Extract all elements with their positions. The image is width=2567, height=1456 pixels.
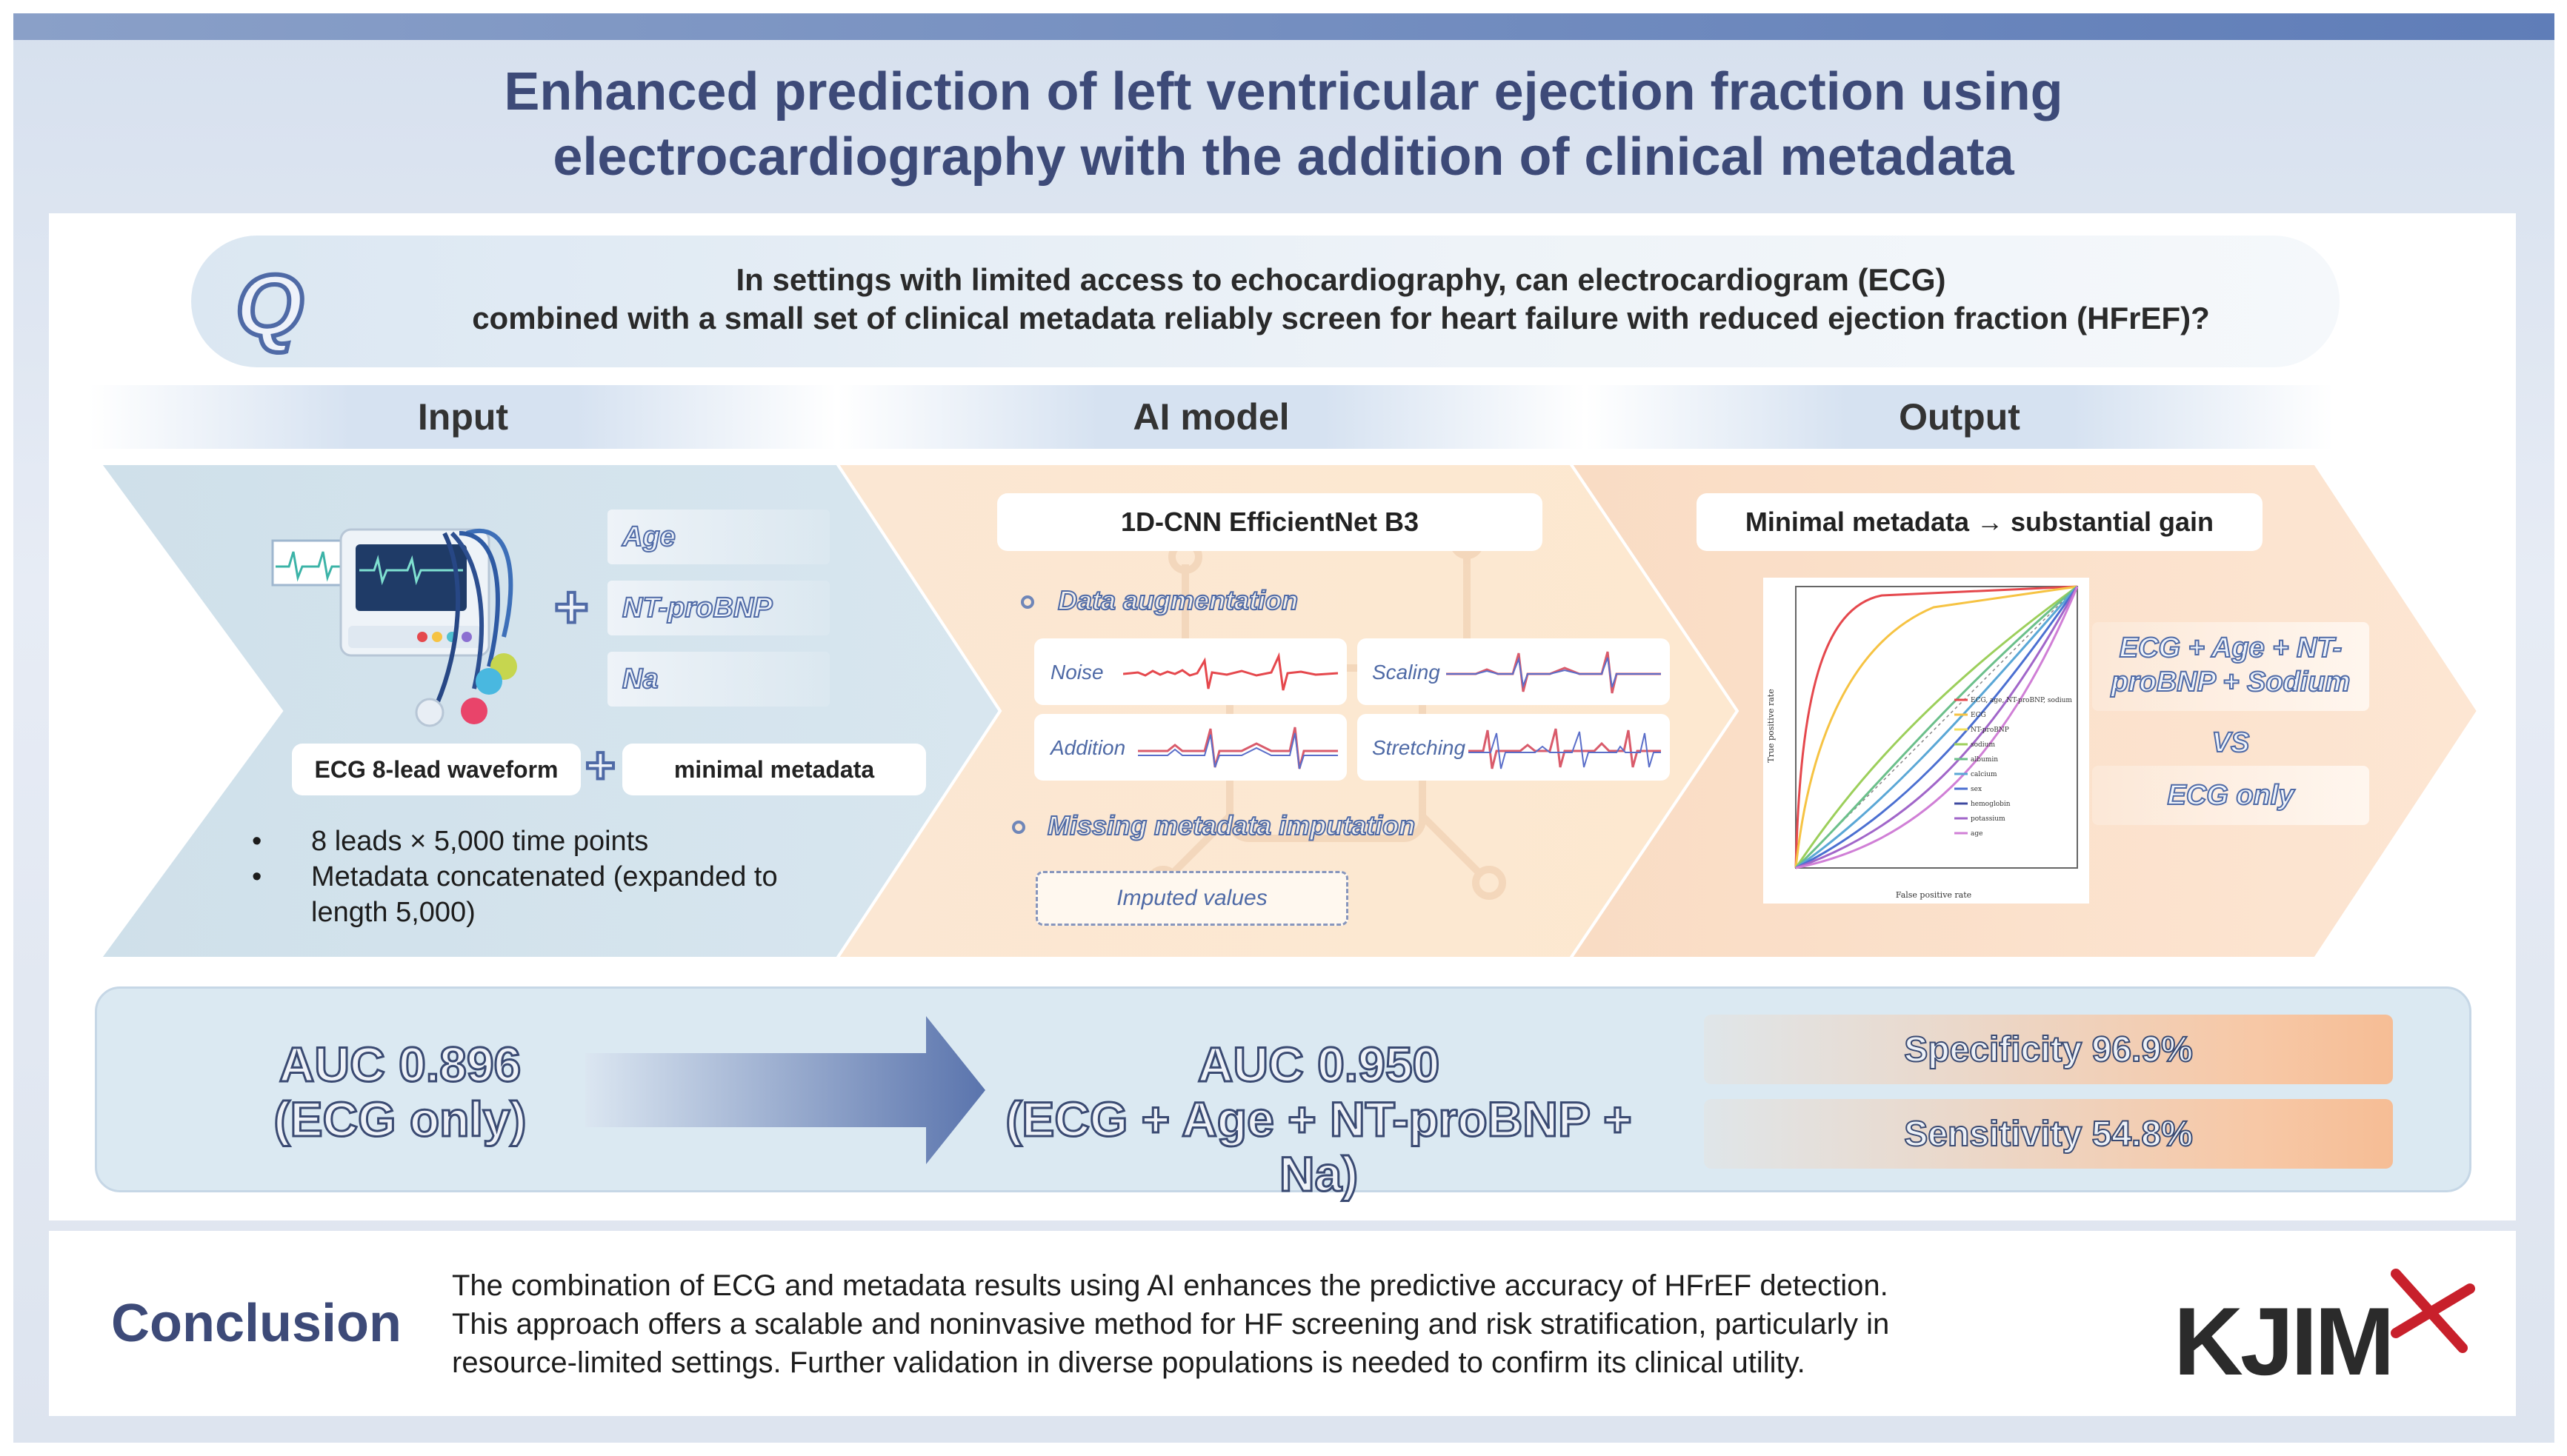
roc-legend-label: ECG, age, NT-proBNP, sodium — [1971, 697, 2072, 704]
conclusion-text: The combination of ECG and metadata resu… — [452, 1269, 1890, 1379]
scaling-waveform — [1446, 651, 1661, 694]
question-banner — [191, 236, 2340, 367]
metadata-na: Na — [607, 652, 830, 707]
baseline-result: AUC 0.896 (ECG only) — [273, 1036, 527, 1148]
conclusion-title: Conclusion — [111, 1294, 402, 1353]
imputed-values-box: Imputed values — [1036, 871, 1348, 926]
roc-legend-label: sodium — [1971, 741, 1995, 749]
stretching-waveform — [1468, 728, 1661, 769]
roc-legend-label: albumin — [1971, 756, 1998, 764]
conclusion-panel — [49, 1231, 2516, 1416]
noise-waveform — [1123, 652, 1338, 691]
addition-waveform — [1138, 727, 1338, 769]
plus-icon: + — [553, 574, 590, 640]
augmentation-stretching: Stretching — [1357, 714, 1670, 781]
augmentation-scaling: Scaling — [1357, 638, 1670, 705]
column-header-input: Input — [89, 385, 837, 449]
sensitivity-value: Sensitivity 54.8% — [1704, 1099, 2393, 1169]
roc-legend-label: NT-proBNP — [1971, 727, 2009, 734]
metadata-ntprobnp: NT-proBNP — [607, 581, 830, 635]
roc-legend-label: calcium — [1971, 771, 1997, 778]
compare-a-box: ECG + Age + NT-proBNP + Sodium — [2092, 622, 2369, 711]
augmentation-addition: Addition — [1034, 714, 1347, 781]
compare-b-box: ECG only — [2092, 766, 2369, 825]
top-accent-bar — [13, 13, 2554, 40]
augmentation-noise: Noise — [1034, 638, 1347, 705]
improvement-arrow — [585, 1016, 985, 1164]
bullet-icon-2 — [1012, 821, 1025, 834]
roc-legend-label: age — [1971, 830, 1982, 838]
ecg-machine-icon — [271, 528, 517, 727]
ecg-waveform-label: ECG 8-lead waveform — [292, 744, 581, 795]
combined-result: AUC 0.950 (ECG + Age + NT-proBNP + Na) — [1005, 1036, 1633, 1203]
roc-legend-label: sex — [1971, 786, 1982, 793]
roc-legend-label: hemoglobin — [1971, 801, 2011, 808]
bullet-icon — [1021, 595, 1034, 609]
column-header-output: Output — [1585, 385, 2334, 449]
roc-ylabel: True positive rate — [1766, 689, 1776, 762]
input-details: •8 leads × 5,000 time points •Metadata c… — [252, 826, 778, 928]
roc-xlabel: False positive rate — [1896, 890, 1971, 900]
imputation-title: Missing metadata imputation — [1047, 809, 1416, 841]
column-header-model: AI model — [837, 385, 1585, 449]
augmentation-title: Data augmentation — [1057, 584, 1299, 616]
plus-icon-2: + — [584, 736, 617, 794]
question-mark-icon: Q — [233, 255, 306, 357]
minimal-metadata-label: minimal metadata — [622, 744, 926, 795]
research-question: In settings with limited access to echoc… — [472, 262, 2210, 335]
roc-legend-label: ECG — [1971, 712, 1986, 719]
page-title: Enhanced prediction of left ventricular … — [504, 62, 2063, 187]
roc-legend-label: potassium — [1971, 815, 2005, 823]
model-name: 1D-CNN EfficientNet B3 — [997, 493, 1542, 551]
logo-cross-icon — [2391, 1269, 2475, 1353]
specificity-value: Specificity 96.9% — [1704, 1015, 2393, 1084]
metadata-age: Age — [607, 510, 830, 564]
output-headline: Minimal metadata → substantial gain — [1697, 493, 2263, 551]
vs-label: VS — [2211, 727, 2251, 759]
kjim-logo: KJIM — [2174, 1259, 2492, 1407]
